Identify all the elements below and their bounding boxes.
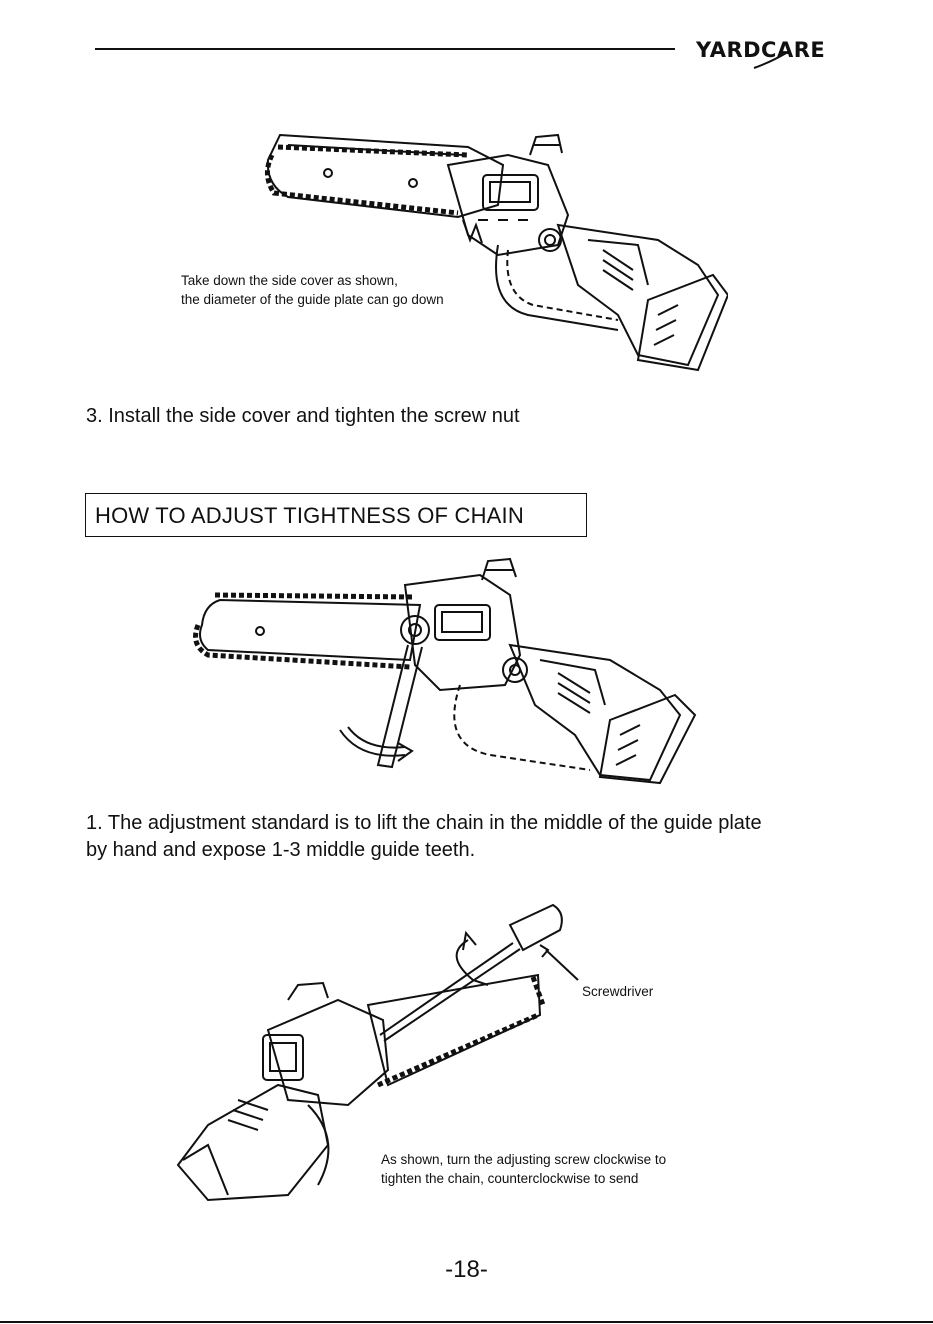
- adjusting-screw-callout: As shown, turn the adjusting screw clock…: [381, 1152, 667, 1186]
- page-number: -18-: [445, 1256, 488, 1283]
- side-cover-callout: Take down the side cover as shown, the d…: [181, 273, 444, 307]
- adjustment-standard-step: 1. The adjustment standard is to lift th…: [86, 812, 762, 861]
- screwdriver-label: Screwdriver: [582, 984, 654, 999]
- chainsaw-screwdriver-illustration: [176, 903, 579, 1202]
- brand-logo: YARDCARE: [696, 32, 841, 72]
- header-rule: [95, 48, 675, 50]
- install-side-cover-step: 3. Install the side cover and tighten th…: [86, 405, 520, 427]
- chainsaw-wrench-adjust-illustration: [193, 557, 697, 785]
- section-heading: HOW TO ADJUST TIGHTNESS OF CHAIN: [95, 503, 524, 528]
- footer-rule: [0, 1321, 933, 1323]
- section-heading-box: HOW TO ADJUST TIGHTNESS OF CHAIN: [85, 493, 587, 537]
- chainsaw-side-cover-removed-illustration: [265, 133, 728, 372]
- brand-logo-text: YARDCARE: [696, 38, 826, 62]
- brand-swoosh-icon: [753, 51, 789, 69]
